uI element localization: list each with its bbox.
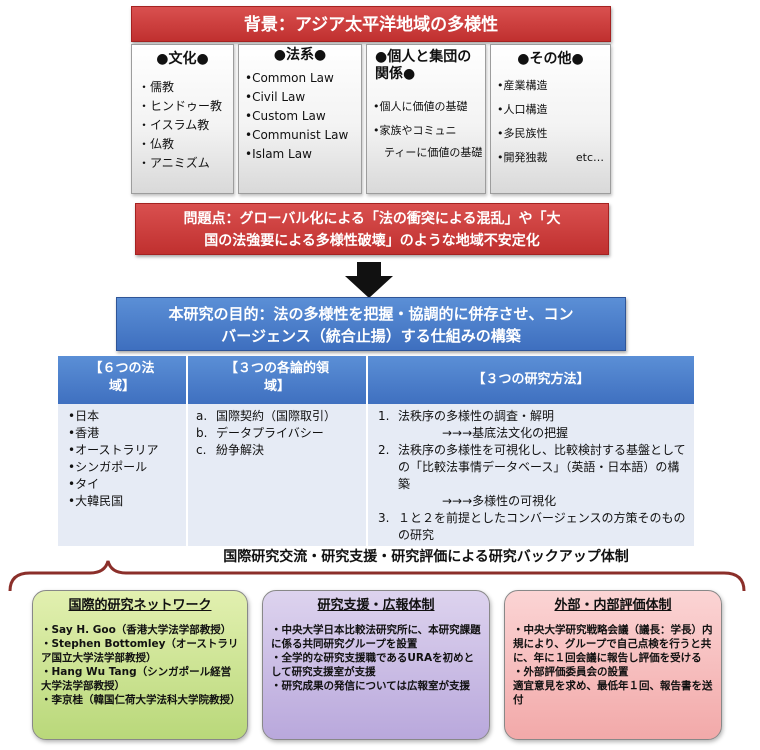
other-item-label: •開発独裁 [497,151,548,164]
network-item: ・Stephen Bottomley（オーストラリア国立大学法学部教授） [41,638,239,664]
individual-group-column: ●個人と集団の 関係● •個人に価値の基礎 •家族やコミュニ ティーに価値の基礎 [366,44,486,194]
field-item: c. 紛争解決 [196,442,366,459]
legal-system-column: ●法系● •Common Law •Civil Law •Custom Law … [238,44,362,194]
background-title: 背景：アジア太平洋地域の多様性 [131,6,611,42]
field-text: 紛争解決 [216,443,265,457]
region-item: •オーストラリア [68,443,159,457]
evaluation-item: ・中央大学研究戦略会議（議長：学長）内規により、グループで自己点検を行うと共に、… [513,624,713,664]
legal-system-item: •Civil Law [245,90,306,104]
evaluation-box: 外部・内部評価体制 ・中央大学研究戦略会議（議長：学長）内規により、グループで自… [504,590,722,740]
method-text: 法秩序の多様性を可視化し、比較検討する基盤としての「比較法事情データベース」（英… [398,443,686,491]
problem-line: 国の法強要による多様性破壊」のような地域不安定化 [204,233,540,249]
network-item: ・Hang Wu Tang（シンガポール経営大学法学部教授） [41,666,232,692]
method-text: 法秩序の多様性の調査・解明 [398,409,555,423]
other-etc: etc… [575,151,604,164]
culture-item: ・ヒンドゥー教 [138,99,223,113]
region-item: •香港 [68,426,100,440]
field-text: 国際契約（国際取引） [216,409,337,423]
field-num: a. [196,409,208,423]
field-num: b. [196,426,208,440]
support-item: ・研究成果の発信については広報室が支援 [271,680,470,692]
header-specific-fields: 【３つの各論的領 域】 [188,356,366,404]
support-item: ・全学的な研究支援職であるURAを初めとして研究支援室が支援 [271,652,475,678]
other-item: •開発独裁 etc… [491,146,610,170]
network-box: 国際的研究ネットワーク ・Say H. Goo（香港大学法学部教授） ・Step… [32,590,248,740]
field-item: b. データプライバシー [196,425,366,442]
header-line: 域】 [108,379,135,394]
goal-line: 本研究の目的：法の多様性を把握・協調的に併存させ、コン [168,305,574,323]
method-num: 3. [378,511,390,525]
culture-item: ・アニミズム [138,156,210,170]
research-goal: 本研究の目的：法の多様性を把握・協調的に併存させ、コン バージェンス（統合止揚）… [116,297,626,351]
header-legal-regions: 【６つの法 域】 [58,356,186,404]
field-num: c. [196,443,207,457]
other-item: •産業構造 [497,79,548,92]
region-item: •タイ [68,477,100,491]
legal-system-item: •Custom Law [245,109,326,123]
other-column: ●その他● •産業構造 •人口構造 •多民族性 •開発独裁 etc… [490,44,611,194]
regions-cell: •日本 •香港 •オーストラリア •シンガポール •タイ •大韓民国 [58,404,186,546]
legal-system-item: •Common Law [245,71,334,85]
network-item: ・Say H. Goo（香港大学法学部教授） [41,624,232,636]
header-line: 【６つの法 [89,361,155,376]
method-item: 3. １と２を前提としたコンバージェンスの方策そのものの研究 [378,510,688,544]
evaluation-title: 外部・内部評価体制 [554,598,672,613]
method-result: →→→多様性の可視化 [442,494,557,508]
culture-column: ●文化● ・儒教 ・ヒンドゥー教 ・イスラム教 ・仏教 ・アニミズム [131,44,234,194]
method-result: →→→基底法文化の把握 [442,426,569,440]
culture-item: ・仏教 [138,137,175,151]
legal-system-item: •Communist Law [245,128,349,142]
legal-system-item: •Islam Law [245,147,312,161]
curly-brace-shape [8,560,746,592]
individual-group-item: •個人に価値の基礎 [373,100,468,113]
support-box: 研究支援・広報体制 ・中央大学日本比較法研究所に、本研究課題に係る共同研究グルー… [262,590,490,740]
culture-item: ・儒教 [138,80,175,94]
culture-title: ●文化● [156,51,209,67]
individual-group-title: ●個人と集団の 関係● [367,45,485,83]
field-text: データプライバシー [216,426,324,440]
method-item: 2. 法秩序の多様性を可視化し、比較検討する基盤としての「比較法事情データベース」… [378,442,688,493]
individual-group-title-line: 関係● [375,66,416,82]
individual-group-title-line: ●個人と集団の [375,49,472,65]
region-item: •大韓民国 [68,494,124,508]
culture-item: ・イスラム教 [138,118,210,132]
methods-cell: 1. 法秩序の多様性の調査・解明 →→→基底法文化の把握 2. 法秩序の多様性を可視… [368,404,694,546]
network-item: ・李京桂（韓国仁荷大学法科大学院教授） [41,694,241,706]
individual-group-item: •家族やコミュニ [373,124,457,137]
evaluation-item: ・外部評価委員会の設置 [513,666,629,678]
other-item: •人口構造 [497,103,548,116]
down-arrow-icon [345,262,393,298]
individual-group-item: ティーに価値の基礎 [373,146,483,159]
goal-line: バージェンス（統合止揚）する仕組みの構築 [221,327,521,345]
field-item: a. 国際契約（国際取引） [196,408,366,425]
header-line: 【３つの各論的領 [224,361,329,376]
backup-system-title: 国際研究交流・研究支援・研究評価による研究バックアップ体制 [223,549,629,565]
header-research-methods: 【３つの研究方法】 [368,356,694,404]
evaluation-item: 適宜意見を求め、最低年１回、報告書を送付 [513,680,713,706]
fields-cell: a. 国際契約（国際取引） b. データプライバシー c. 紛争解決 [188,404,366,546]
network-title: 国際的研究ネットワーク [68,598,212,613]
method-item: 1. 法秩序の多様性の調査・解明 [378,408,688,425]
support-title: 研究支援・広報体制 [317,598,435,613]
method-num: 1. [378,409,390,423]
support-item: ・中央大学日本比較法研究所に、本研究課題に係る共同研究グループを設置 [271,624,481,650]
header-line: 域】 [263,379,290,394]
legal-system-title: ●法系● [273,47,327,63]
problem-statement: 問題点：グローバル化による「法の衝突による混乱」や「大 国の法強要による多様性破… [135,203,609,255]
region-item: •シンガポール [68,460,148,474]
other-title: ●その他● [517,51,584,67]
problem-line: 問題点：グローバル化による「法の衝突による混乱」や「大 [183,211,561,227]
region-item: •日本 [68,409,100,423]
method-text: １と２を前提としたコンバージェンスの方策そのものの研究 [398,511,686,542]
method-num: 2. [378,443,390,457]
other-item: •多民族性 [497,127,548,140]
